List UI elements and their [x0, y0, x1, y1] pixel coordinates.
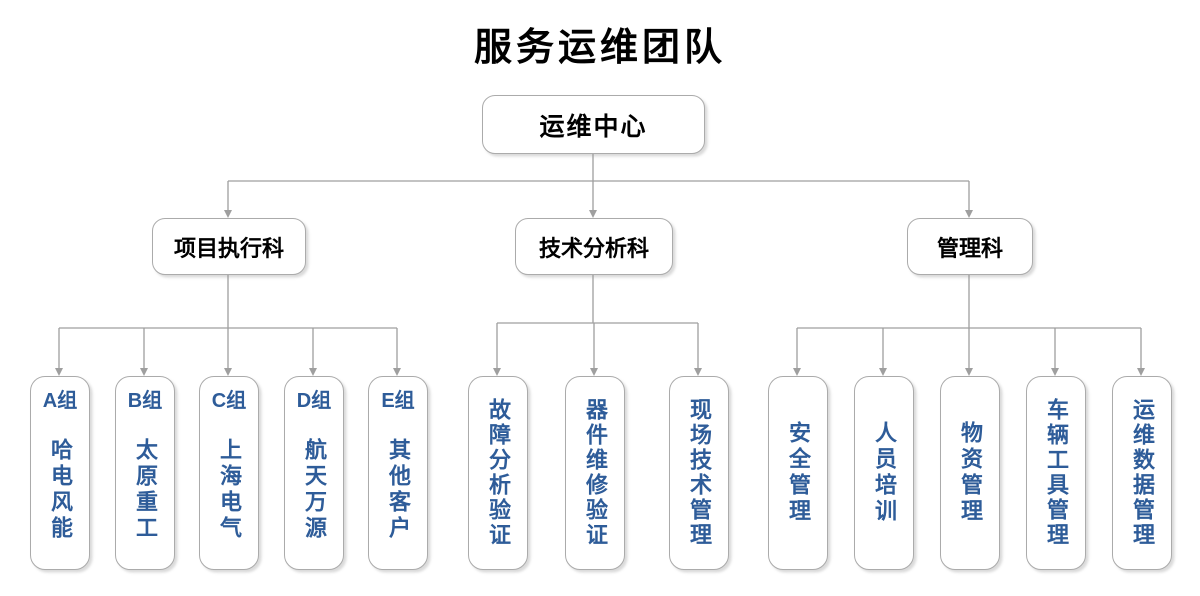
unit-name: 安全管理 [786, 421, 811, 525]
unit-name: 故障分析验证 [486, 398, 511, 548]
org-box-management: 管理科 [907, 218, 1033, 275]
org-box-fault-analysis: 故障分析验证 [468, 376, 528, 570]
unit-name: 器件维修验证 [583, 398, 608, 548]
branch-label: 管理科 [936, 235, 1003, 261]
branch-label: 项目执行科 [173, 235, 284, 261]
org-box-technical-analysis: 技术分析科 [515, 218, 673, 275]
org-box-group-b: B组 太原重工 [115, 376, 175, 570]
branch-label: 技术分析科 [538, 235, 649, 261]
org-box-group-c: C组 上海电气 [199, 376, 259, 570]
group-label: C组 [211, 390, 247, 412]
unit-name: 其他客户 [386, 438, 411, 542]
unit-name: 运维数据管理 [1130, 398, 1155, 548]
org-box-group-d: D组 航天万源 [284, 376, 344, 570]
page-title: 服务运维团队 [473, 27, 726, 69]
group-label: E组 [381, 390, 415, 412]
org-box-safety-mgmt: 安全管理 [768, 376, 828, 570]
group-label: D组 [296, 390, 332, 412]
org-box-vehicle-tool-mgmt: 车辆工具管理 [1026, 376, 1086, 570]
org-box-material-mgmt: 物资管理 [940, 376, 1000, 570]
org-box-field-tech-mgmt: 现场技术管理 [669, 376, 729, 570]
unit-name: 人员培训 [872, 421, 897, 525]
org-box-root: 运维中心 [482, 95, 705, 154]
unit-name: 现场技术管理 [687, 398, 712, 548]
unit-name: 上海电气 [217, 438, 242, 542]
group-label: A组 [42, 390, 78, 412]
root-label: 运维中心 [539, 112, 648, 141]
org-box-om-data-mgmt: 运维数据管理 [1112, 376, 1172, 570]
unit-name: 航天万源 [302, 438, 327, 542]
unit-name: 物资管理 [958, 421, 983, 525]
org-box-personnel-training: 人员培训 [854, 376, 914, 570]
unit-name: 哈电风能 [48, 438, 73, 542]
org-box-component-repair: 器件维修验证 [565, 376, 625, 570]
org-box-group-a: A组 哈电风能 [30, 376, 90, 570]
unit-name: 车辆工具管理 [1044, 398, 1069, 548]
org-box-group-e: E组 其他客户 [368, 376, 428, 570]
unit-name: 太原重工 [133, 438, 158, 542]
org-box-project-execution: 项目执行科 [152, 218, 306, 275]
group-label: B组 [127, 390, 163, 412]
